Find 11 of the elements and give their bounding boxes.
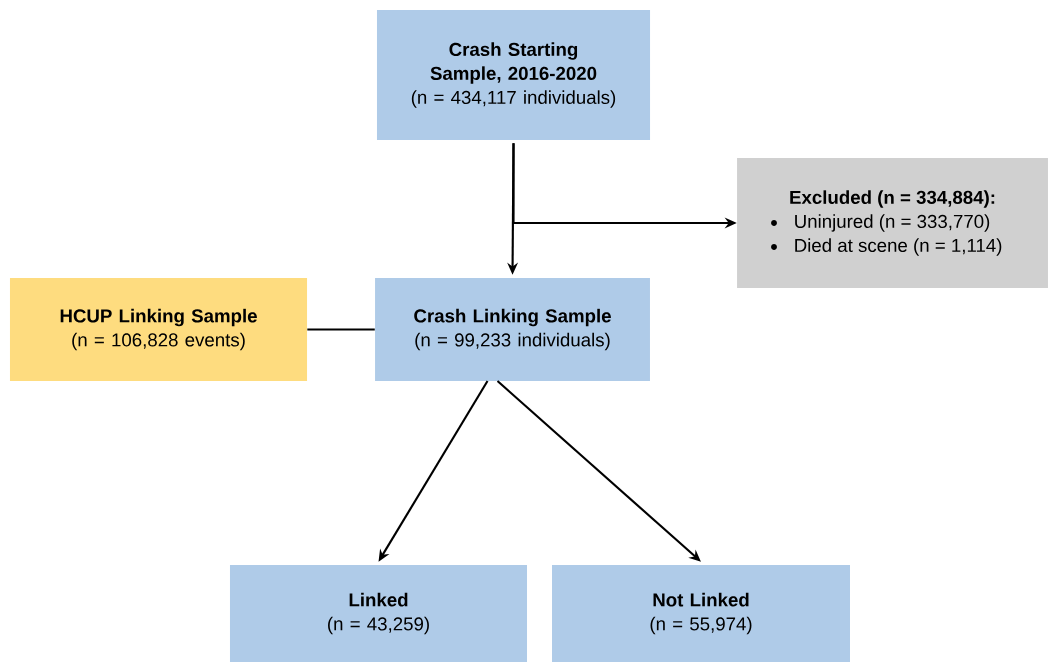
process-box: Crash Linking Sample (n = 99,233 individuals) (375, 278, 650, 381)
process-box: Linked (n = 43,259) (229, 564, 528, 662)
source-box: HCUP Linking Sample (n = 106,828 events) (9, 278, 308, 381)
list-item: Died at scene (n = 1,114) (795, 238, 1002, 256)
connector-line (307, 328, 375, 331)
process-box: Not Linked (n = 55,974) (552, 564, 850, 662)
arrow (496, 380, 701, 562)
heading: Excluded (n = 334,884): (790, 190, 995, 208)
exclusion-box (737, 158, 1048, 288)
list-item: Uninjured (n = 333,770) (795, 214, 990, 232)
process-box: Crash Starting Sample, 2016-2020 (n = 434,117 individuals) (376, 10, 651, 140)
